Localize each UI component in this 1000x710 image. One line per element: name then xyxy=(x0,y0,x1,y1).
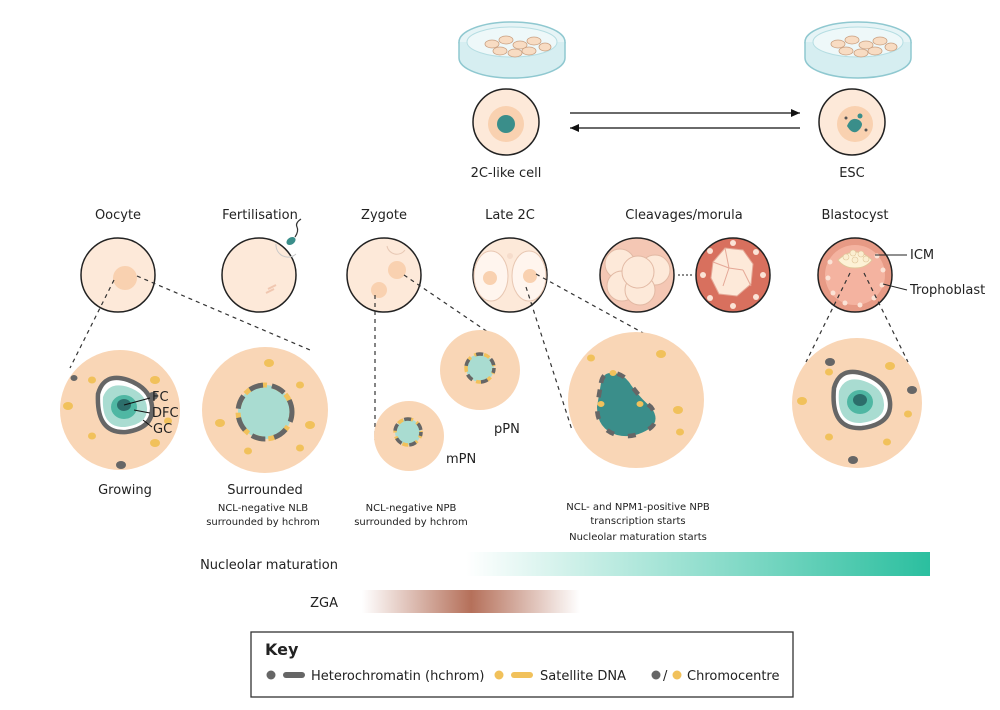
late2c-nucleus xyxy=(568,332,704,468)
surrounded-desc-1: NCL-negative NLB xyxy=(218,503,308,514)
surrounded-desc-2: surrounded by hchrom xyxy=(206,517,320,528)
key-box: Key Heterochromatin (hchrom) Satellite D… xyxy=(250,631,794,698)
key-title: Key xyxy=(265,640,299,659)
surrounded-label: Surrounded xyxy=(227,483,303,498)
trophoblast-label: Trophoblast xyxy=(909,283,985,298)
zga-bar xyxy=(362,590,580,613)
morula-cell xyxy=(695,237,771,313)
zygote-desc-1: NCL-negative NPB xyxy=(366,503,457,514)
ppn-nucleus xyxy=(440,330,520,410)
stage-morula-label: Cleavages/morula xyxy=(625,208,743,223)
esc-cell xyxy=(818,88,886,156)
petri-dish-right xyxy=(804,21,912,79)
mpn-nucleus xyxy=(374,401,444,471)
blastocyst-cell xyxy=(817,237,908,313)
mpn-label: mPN xyxy=(446,452,476,467)
stage-zygote-label: Zygote xyxy=(361,208,407,223)
key-slash: / xyxy=(663,669,668,684)
heterochromatin-dot-icon xyxy=(266,670,276,680)
key-chromocentre-label: Chromocentre xyxy=(687,669,780,684)
gc-label: GC xyxy=(153,422,172,437)
zga-label: ZGA xyxy=(310,596,338,611)
blastocyst-nucleus xyxy=(792,338,922,468)
conversion-arrows xyxy=(570,109,800,132)
growing-nucleus xyxy=(60,350,180,470)
fc-label: FC xyxy=(152,390,169,405)
cleavage-cell xyxy=(599,237,675,313)
chromocentre-gray-icon xyxy=(651,670,661,680)
zoom-lines xyxy=(69,272,909,440)
icm-label: ICM xyxy=(910,248,934,263)
zygote-cell xyxy=(346,237,422,313)
stage-fertilisation-label: Fertilisation xyxy=(222,208,298,223)
nucleolar-maturation-label: Nucleolar maturation xyxy=(200,558,338,573)
stage-blastocyst-label: Blastocyst xyxy=(821,208,888,223)
surrounded-nucleus xyxy=(202,347,328,473)
growing-label: Growing xyxy=(98,483,152,498)
esc-label: ESC xyxy=(839,166,865,181)
stage-late2c-label: Late 2C xyxy=(485,208,535,223)
late2c-cell xyxy=(472,237,548,313)
petri-dish-left xyxy=(458,21,566,79)
key-satellite-label: Satellite DNA xyxy=(540,669,626,684)
late2c-desc-3: Nucleolar maturation starts xyxy=(569,532,707,543)
fertilisation-cell xyxy=(221,218,302,313)
late2c-desc-2: transcription starts xyxy=(590,516,685,527)
heterochromatin-bar-icon xyxy=(283,672,305,678)
oocyte-cell xyxy=(80,237,156,313)
late2c-desc-1: NCL- and NPM1-positive NPB xyxy=(566,502,710,513)
zygote-desc-2: surrounded by hchrom xyxy=(354,517,468,528)
key-heterochromatin-label: Heterochromatin (hchrom) xyxy=(311,669,484,684)
two-c-like-label: 2C-like cell xyxy=(471,166,542,181)
dfc-label: DFC xyxy=(152,406,179,421)
stage-oocyte-label: Oocyte xyxy=(95,208,141,223)
two-c-like-cell xyxy=(472,88,540,156)
satellite-dot-icon xyxy=(494,670,504,680)
chromocentre-yellow-icon xyxy=(672,670,682,680)
nucleolar-maturation-bar xyxy=(350,552,930,576)
satellite-bar-icon xyxy=(511,672,533,678)
ppn-label: pPN xyxy=(494,422,520,437)
